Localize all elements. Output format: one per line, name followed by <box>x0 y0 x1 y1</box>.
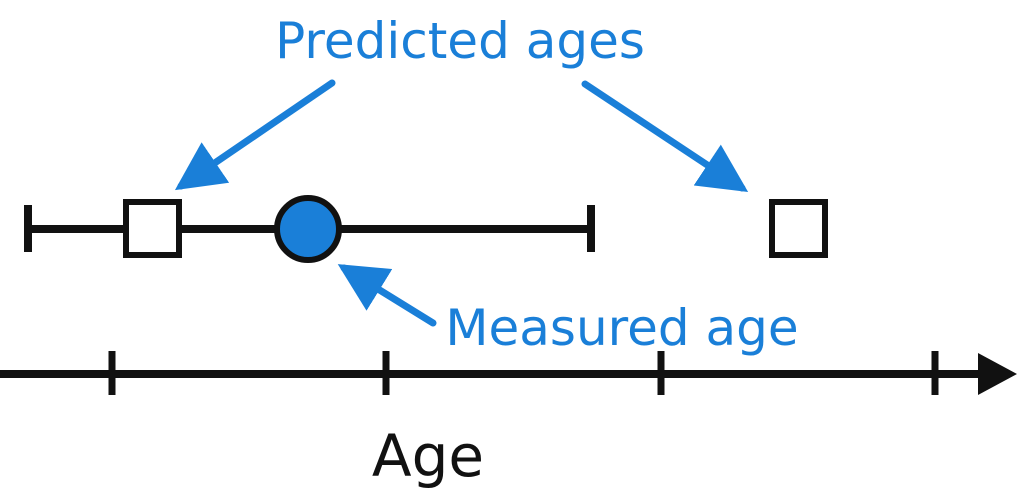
measured-arrow <box>337 264 437 327</box>
measured-age-marker <box>274 195 342 263</box>
age-axis-arrowhead <box>978 353 1017 395</box>
axis-label: Age <box>372 422 484 490</box>
predicted-age-marker-right <box>769 199 828 258</box>
predicted-ages-label: Predicted ages <box>275 12 645 70</box>
measured-age-label: Measured age <box>445 299 798 357</box>
predicted-age-marker-left <box>123 199 182 258</box>
predicted-right-arrow <box>581 80 749 193</box>
predicted-left-arrow <box>174 79 336 191</box>
